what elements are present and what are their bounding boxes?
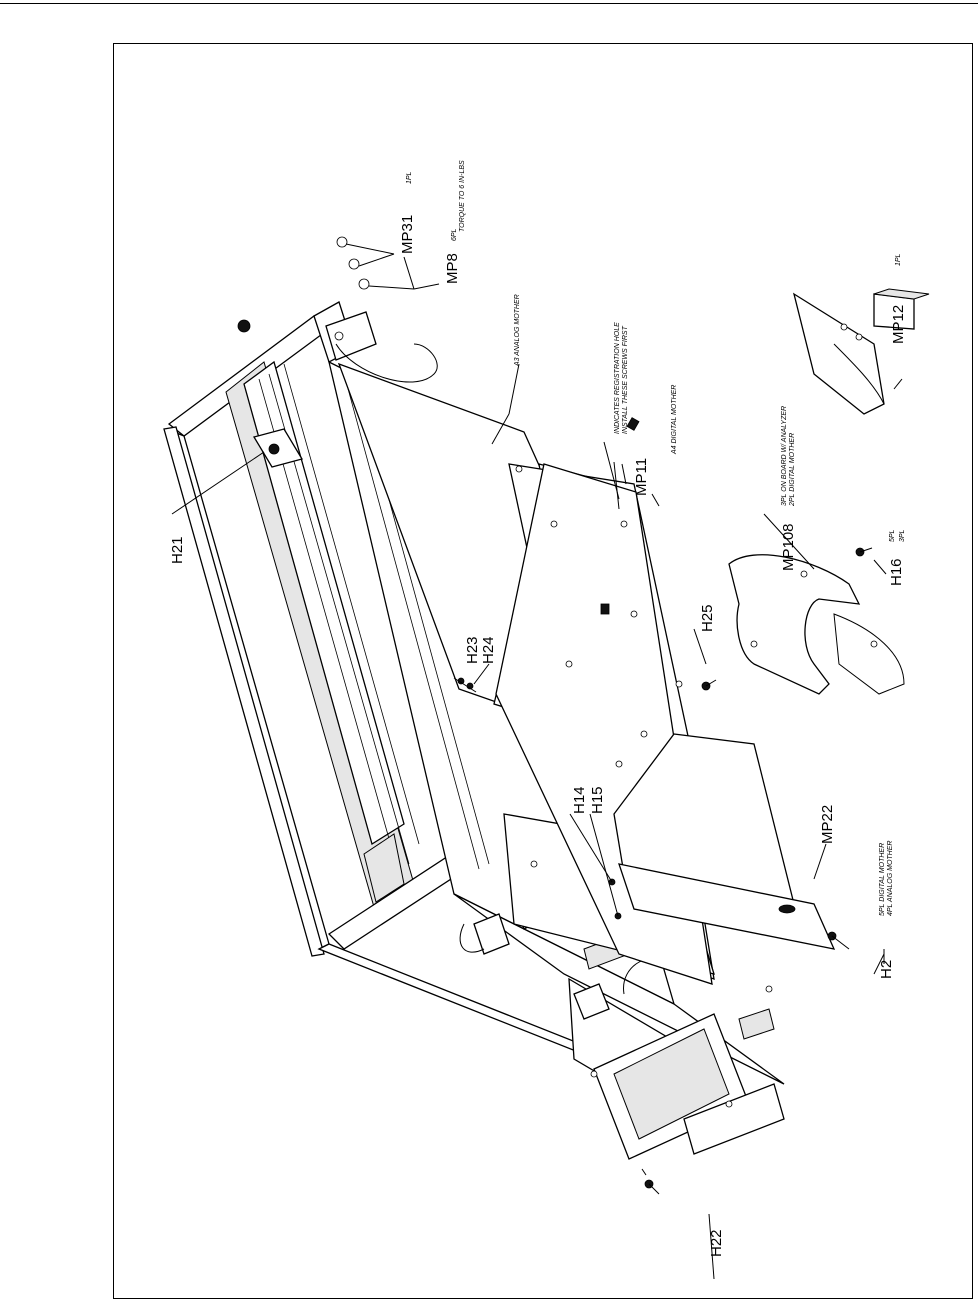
label-h24: H24 bbox=[480, 636, 497, 664]
label-mp8-qty: 6PL bbox=[451, 228, 458, 241]
h16-screw bbox=[855, 547, 873, 557]
mp31-mp8-hardware bbox=[336, 236, 415, 290]
label-h15: H15 bbox=[589, 786, 606, 814]
h23-h24-screws bbox=[453, 663, 490, 693]
label-a4: A4 DIGITAL MOTHER bbox=[671, 385, 678, 455]
label-mp12-qty: 1PL bbox=[895, 253, 902, 266]
label-h2-note2: 4PL ANALOG MOTHER bbox=[887, 841, 894, 916]
label-h25: H25 bbox=[699, 604, 716, 632]
h2-screw bbox=[827, 931, 850, 950]
label-mp108: MP108 bbox=[780, 523, 797, 571]
part-labels: MP31 1PL MP8 6PL TORQUE TO 6 IN-LBS A3 A… bbox=[169, 160, 907, 1257]
label-mp22: MP22 bbox=[819, 805, 836, 844]
label-mp108-note1: 3PL ON BOARD W/ ANALYZER bbox=[781, 406, 788, 506]
label-h14: H14 bbox=[571, 786, 588, 814]
figure-frame: MP31 1PL MP8 6PL TORQUE TO 6 IN-LBS A3 A… bbox=[113, 43, 973, 1299]
h22-screw bbox=[641, 1168, 660, 1195]
label-mp31: MP31 bbox=[399, 215, 416, 254]
label-h16: H16 bbox=[888, 558, 905, 586]
exploded-assembly-diagram: MP31 1PL MP8 6PL TORQUE TO 6 IN-LBS A3 A… bbox=[163, 160, 930, 1280]
label-mp11-note1: INDICATES REGISTRATION HOLE bbox=[614, 322, 621, 434]
label-mp11-note2: INSTALL THESE SCREWS FIRST bbox=[622, 325, 629, 434]
mp12-bracket bbox=[792, 288, 930, 415]
label-mp11: MP11 bbox=[633, 458, 650, 496]
label-h2: H2 bbox=[878, 960, 895, 979]
mother-boards bbox=[325, 311, 836, 993]
label-mp8-note: TORQUE TO 6 IN-LBS bbox=[459, 160, 466, 232]
h25-screw bbox=[701, 679, 717, 691]
h21-clamp bbox=[171, 428, 304, 515]
label-h2-note1: 5PL DIGITAL MOTHER bbox=[879, 843, 886, 916]
label-mp12: MP12 bbox=[890, 305, 907, 344]
label-h22: H22 bbox=[708, 1229, 725, 1257]
label-h16-qty1: 5PL bbox=[889, 529, 896, 542]
label-mp8: MP8 bbox=[444, 253, 461, 284]
label-h16-qty2: 3PL bbox=[899, 529, 906, 542]
mp108-shield bbox=[728, 554, 905, 695]
label-mp31-qty: 1PL bbox=[406, 171, 413, 184]
label-h21: H21 bbox=[169, 536, 186, 564]
h14-h15-screws bbox=[569, 813, 622, 920]
label-mp108-note2: 2PL DIGITAL MOTHER bbox=[789, 433, 796, 507]
leader-lines bbox=[403, 256, 903, 1280]
label-a3: A3 ANALOG MOTHER bbox=[514, 294, 521, 367]
page-header-rule bbox=[0, 3, 978, 4]
label-h23: H23 bbox=[464, 636, 481, 664]
